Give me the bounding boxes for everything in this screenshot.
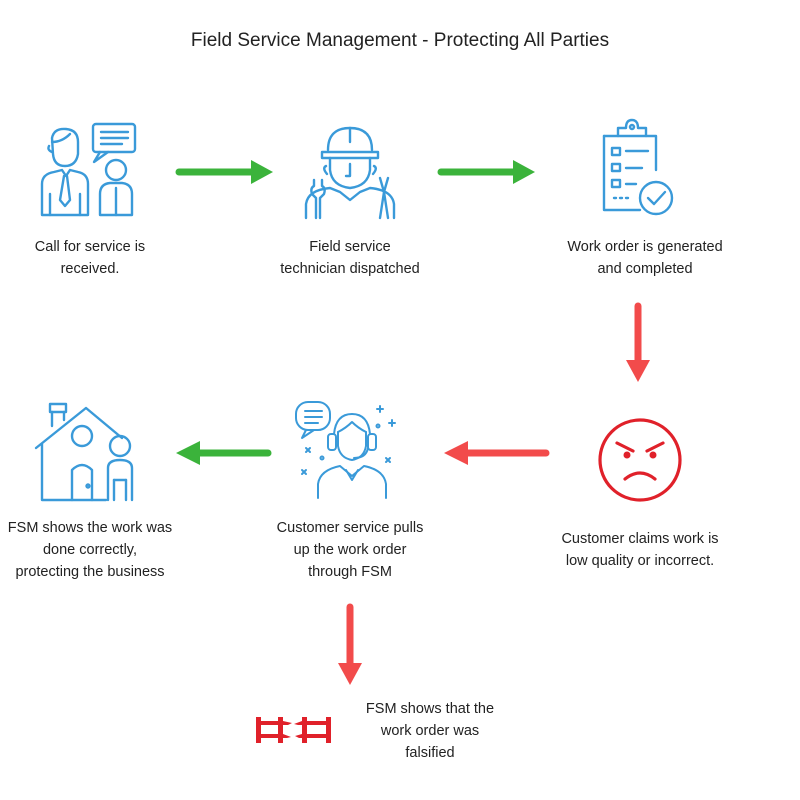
- step-falsified-label: FSM shows that the work order was falsif…: [345, 698, 515, 764]
- label-line: protecting the business: [15, 564, 165, 580]
- label-line: and completed: [597, 261, 693, 277]
- angry-face-icon: [598, 418, 682, 502]
- step-customer-service-label: Customer service pulls up the work order…: [255, 517, 445, 583]
- arrow-down-2: [338, 603, 362, 685]
- label-line: Field service: [309, 239, 391, 255]
- label-line: Customer service pulls: [276, 520, 424, 536]
- label-line: received.: [60, 261, 120, 277]
- work-order-icon: [602, 118, 674, 216]
- step-technician-dispatched-label: Field service technician dispatched: [265, 236, 435, 280]
- label-line: low quality or incorrect.: [565, 553, 715, 569]
- technician-icon: [304, 126, 396, 220]
- arrow-left-2: [176, 441, 272, 465]
- label-line: work order was: [380, 723, 480, 739]
- house-person-icon: [34, 402, 134, 502]
- label-line: falsified: [405, 745, 455, 761]
- arrow-right-2: [437, 160, 535, 184]
- service-call-icon: [40, 122, 137, 217]
- label-line: Call for service is: [34, 239, 146, 255]
- step-call-received-label: Call for service is received.: [5, 236, 175, 280]
- label-line: done correctly,: [42, 542, 138, 558]
- label-line: FSM shows the work was: [7, 520, 173, 536]
- arrow-left-1: [444, 441, 550, 465]
- step-customer-claims-label: Customer claims work is low quality or i…: [540, 528, 740, 572]
- label-line: FSM shows that the: [365, 701, 495, 717]
- label-line: up the work order: [293, 542, 407, 558]
- customer-service-icon: [295, 401, 396, 499]
- label-line: Customer claims work is: [561, 531, 719, 547]
- label-line: Work order is generated: [567, 239, 723, 255]
- label-line: through FSM: [308, 564, 392, 580]
- step-work-order-label: Work order is generated and completed: [545, 236, 745, 280]
- broken-fence-icon: [256, 717, 331, 743]
- diagram-title: Field Service Management - Protecting Al…: [190, 30, 610, 51]
- arrow-right-1: [175, 160, 273, 184]
- step-work-correct-label: FSM shows the work was done correctly, p…: [0, 517, 180, 583]
- label-line: technician dispatched: [280, 261, 420, 277]
- arrow-down-1: [626, 302, 650, 382]
